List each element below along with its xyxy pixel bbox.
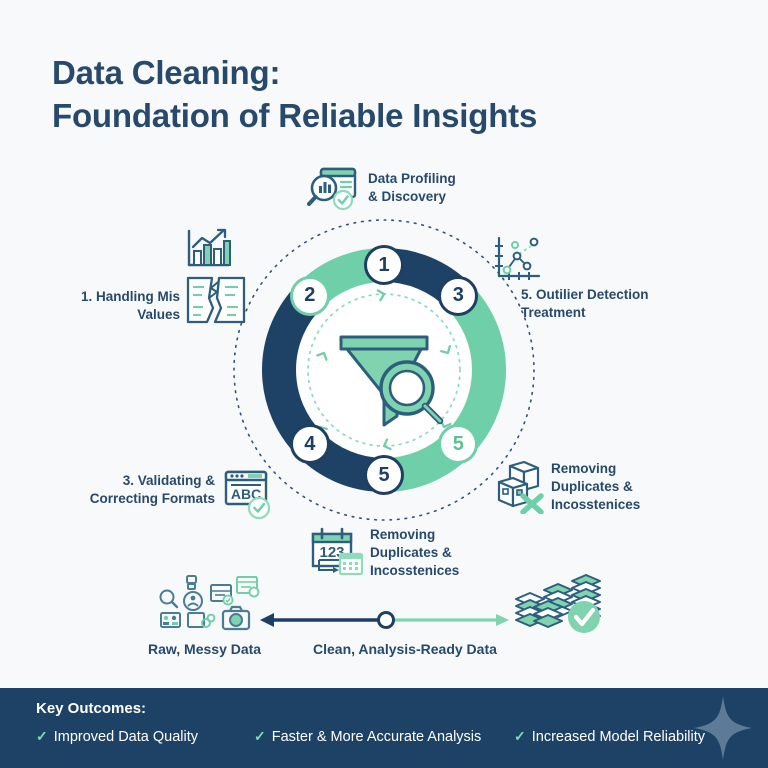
title-line-1: Data Cleaning: xyxy=(52,54,281,91)
cycle-badge-5-bottom[interactable]: 5 xyxy=(364,455,404,495)
boxes-x-icon xyxy=(497,460,544,514)
broken-data-chart-icon xyxy=(187,228,231,267)
svg-text:ABC: ABC xyxy=(231,486,261,502)
flow-label-clean: Clean, Analysis-Ready Data xyxy=(313,641,497,657)
step-label-line-2: Duplicates & xyxy=(370,544,452,560)
step-label-line-1: 3. Validating & xyxy=(122,473,215,488)
badge-4-number: 4 xyxy=(304,432,316,455)
step-label-data-profiling: Data Profiling & Discovery xyxy=(368,170,488,206)
badge-1-number: 1 xyxy=(378,253,390,276)
step-label-line-2: Values xyxy=(137,306,180,322)
badge-5-bottom-number: 5 xyxy=(378,463,390,486)
cycle-diagram: 1 2 3 4 5 5 xyxy=(0,150,768,578)
midpoint-node-icon xyxy=(377,611,395,629)
ring-segment-navy-left xyxy=(262,283,323,457)
footer-key-outcomes: Key Outcomes: ✓ Improved Data Quality ✓ … xyxy=(0,688,768,768)
step-label-line-1: 5. Outilier Detection xyxy=(521,287,649,302)
outcome-item: ✓ Improved Data Quality xyxy=(36,728,254,745)
step-label-line-2: Treatment xyxy=(521,304,586,320)
step-label-outlier-detection: 5. Outilier Detection Treatment xyxy=(521,286,681,322)
svg-text:123: 123 xyxy=(319,544,344,561)
step-label-removing-duplicates-right: Removing Duplicates & Incosstenices xyxy=(551,460,681,514)
badge-3-number: 3 xyxy=(452,284,464,307)
database-stacks-check-icon xyxy=(515,574,601,633)
cycle-badge-4[interactable]: 4 xyxy=(289,424,330,465)
step-label-removing-duplicates-bottom: Removing Duplicates & Incosstenices xyxy=(370,526,500,580)
arrow-left-head xyxy=(260,613,274,627)
messy-data-cluster-icon xyxy=(159,575,260,631)
data-quality-flow: Raw, Messy Data Clean, Analysis-Ready Da… xyxy=(0,565,768,665)
check-icon: ✓ xyxy=(36,728,48,744)
chart-document-search-icon xyxy=(307,167,357,211)
step-label-line-1: 1. Handling Mis xyxy=(80,289,180,304)
step-label-line-3: Incosstenices xyxy=(370,562,460,578)
flow-label-raw: Raw, Messy Data xyxy=(148,641,262,657)
step-label-line-1: Data Profiling xyxy=(368,171,456,186)
title-line-2: Foundation of Reliable Insights xyxy=(52,96,538,134)
check-icon: ✓ xyxy=(254,728,266,744)
badge-5-green-number: 5 xyxy=(452,432,464,455)
cycle-badge-5-green[interactable]: 5 xyxy=(438,424,479,465)
cycle-badge-2[interactable]: 2 xyxy=(289,275,330,316)
cycle-badge-1[interactable]: 1 xyxy=(364,245,404,285)
step-label-line-1: Removing xyxy=(551,461,617,476)
sparkle-icon xyxy=(694,696,752,760)
outcome-label: Improved Data Quality xyxy=(53,728,198,745)
check-icon xyxy=(573,607,596,627)
step-label-line-3: Incosstenices xyxy=(551,496,641,512)
step-label-line-2: Duplicates & xyxy=(551,478,633,494)
arrow-right-head xyxy=(496,614,509,626)
footer-title: Key Outcomes: xyxy=(36,700,147,717)
step-label-handling-missing-values: 1. Handling Mis Values xyxy=(40,288,180,324)
calendar-123-icon: 123 xyxy=(311,527,364,576)
cycle-ring: 1 2 3 4 5 5 xyxy=(229,215,539,525)
cycle-badge-3[interactable]: 3 xyxy=(438,275,479,316)
step-label-line-2: Correcting Formats xyxy=(89,490,215,506)
step-label-line-1: Removing xyxy=(370,527,436,542)
funnel-magnifier-icon xyxy=(339,335,444,427)
outcomes-list: ✓ Improved Data Quality ✓ Faster & More … xyxy=(36,728,705,745)
raw-to-clean-arrow xyxy=(260,611,509,629)
outcome-label: Faster & More Accurate Analysis xyxy=(271,728,482,745)
outcome-item: ✓ Faster & More Accurate Analysis xyxy=(254,728,514,745)
page-title: Data Cleaning: Foundation of Reliable In… xyxy=(52,52,537,138)
check-icon: ✓ xyxy=(514,728,526,744)
broken-document-icon xyxy=(186,276,246,324)
outcome-item: ✓ Increased Model Reliability xyxy=(514,728,705,745)
abc-browser-check-icon: ABC xyxy=(224,470,271,520)
scatter-plot-icon xyxy=(495,236,541,280)
step-label-line-2: & Discovery xyxy=(368,188,447,204)
outer-dotted-circle xyxy=(233,219,535,521)
step-label-validating-formats: 3. Validating & Correcting Formats xyxy=(60,472,215,508)
success-check-circle xyxy=(568,601,600,633)
outcome-label: Increased Model Reliability xyxy=(531,728,706,745)
badge-2-number: 2 xyxy=(304,284,316,307)
ring-segment-green-right xyxy=(445,283,506,457)
